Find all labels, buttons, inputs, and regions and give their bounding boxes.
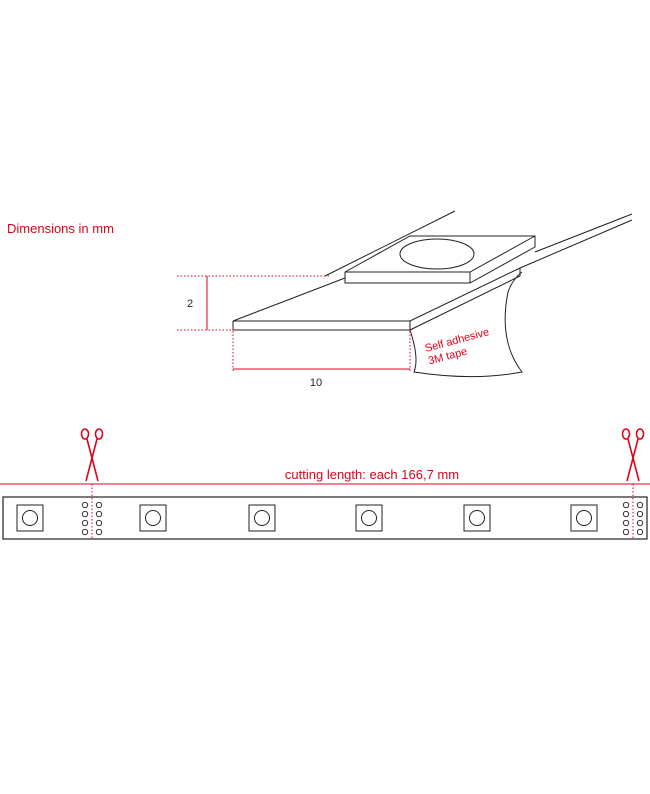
- strip-back-edge: [324, 210, 456, 277]
- led-chip: [355, 504, 383, 532]
- led-chip-lens: [145, 510, 161, 526]
- diagram-title: Dimensions in mm: [7, 221, 114, 236]
- contact-pad: [95, 519, 103, 527]
- scissors-icon: [621, 428, 645, 482]
- led-chip-lens: [254, 510, 270, 526]
- strip-right-thickness: [409, 268, 521, 331]
- strip-front-face: [232, 321, 411, 331]
- contact-pad: [622, 510, 630, 518]
- cut-guides: [91, 484, 634, 540]
- led-strip-top-view: [2, 496, 648, 540]
- led-chip-body: [463, 504, 491, 532]
- contact-pad: [81, 519, 89, 527]
- led-chip-lens: [361, 510, 377, 526]
- led-chip-lens: [469, 510, 485, 526]
- led-chip: [16, 504, 44, 532]
- contact-pad: [81, 510, 89, 518]
- led-chip: [248, 504, 276, 532]
- contact-pad: [636, 501, 644, 509]
- contact-pad: [95, 510, 103, 518]
- contact-pad: [81, 528, 89, 536]
- led-chip-body: [139, 504, 167, 532]
- led-chip-lens: [399, 238, 475, 270]
- contact-pad: [636, 519, 644, 527]
- led-chip-lens: [576, 510, 592, 526]
- contact-pad: [95, 528, 103, 536]
- contact-pad: [622, 501, 630, 509]
- led-chip: [463, 504, 491, 532]
- dimension-lines: [206, 276, 410, 370]
- scissors-icon: [80, 428, 104, 482]
- width-dimension-label: 10: [310, 377, 322, 389]
- strip-far-edge: [534, 213, 633, 253]
- led-chip-lens: [22, 510, 38, 526]
- contact-pad: [636, 528, 644, 536]
- contact-pad: [81, 501, 89, 509]
- dimension-guides: [177, 275, 411, 371]
- contact-pad: [622, 528, 630, 536]
- contact-pad: [622, 519, 630, 527]
- contact-pad: [636, 510, 644, 518]
- strip-far-edge-2: [519, 219, 633, 269]
- contact-pad-group: [81, 501, 644, 536]
- led-chip-body: [248, 504, 276, 532]
- height-dimension-label: 2: [187, 298, 193, 310]
- tape-label: Self adhesive 3M tape: [424, 326, 491, 367]
- strip-3d-view: [232, 210, 633, 378]
- tape-curl: [409, 271, 523, 378]
- led-group: [16, 504, 598, 532]
- led-chip-body: [355, 504, 383, 532]
- led-chip-body: [16, 504, 44, 532]
- cutting-length-label: cutting length: each 166,7 mm: [285, 467, 459, 482]
- led-chip-block: [344, 235, 536, 284]
- led-chip-body: [570, 504, 598, 532]
- led-chip: [139, 504, 167, 532]
- contact-pad: [95, 501, 103, 509]
- led-chip: [570, 504, 598, 532]
